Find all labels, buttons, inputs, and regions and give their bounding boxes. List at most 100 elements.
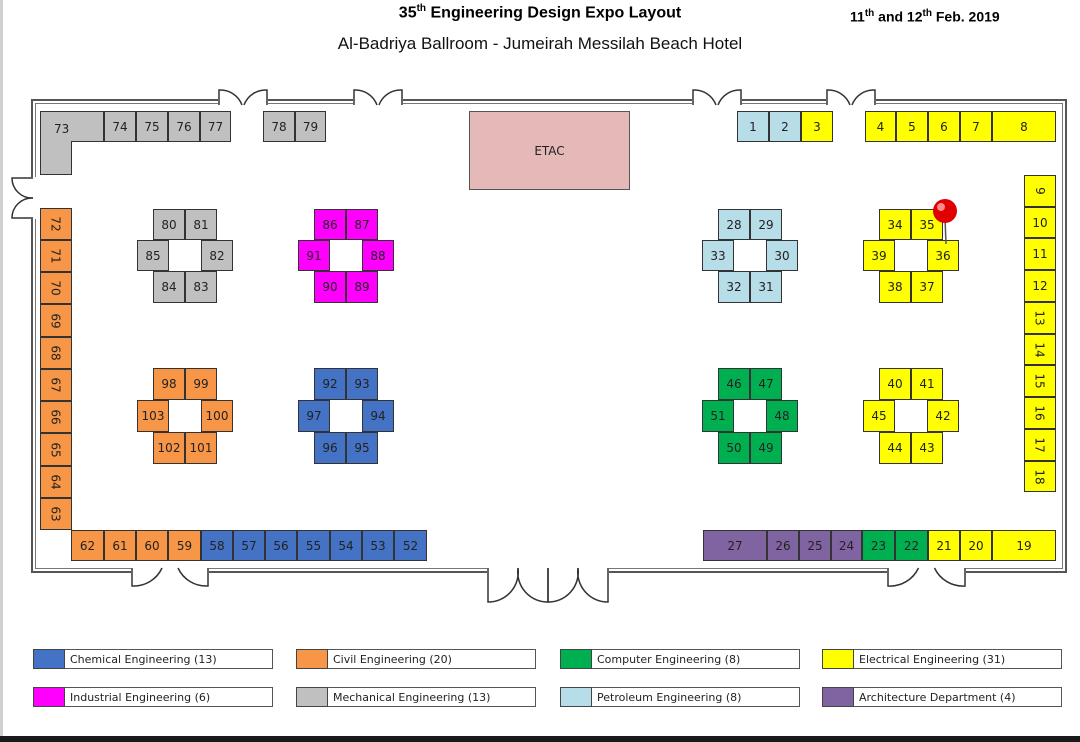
booth-67[interactable]: 67 — [40, 369, 72, 401]
booth-62[interactable]: 62 — [71, 530, 104, 561]
booth-103[interactable]: 103 — [137, 400, 169, 432]
booth-96[interactable]: 96 — [314, 432, 346, 464]
booth-79[interactable]: 79 — [295, 111, 326, 142]
booth-86[interactable]: 86 — [314, 209, 346, 240]
booth-98[interactable]: 98 — [153, 368, 185, 400]
booth-41[interactable]: 41 — [911, 368, 943, 400]
booth-24[interactable]: 24 — [831, 530, 862, 561]
booth-40[interactable]: 40 — [879, 368, 911, 400]
booth-17[interactable]: 17 — [1024, 429, 1056, 461]
booth-99[interactable]: 99 — [185, 368, 217, 400]
booth-22[interactable]: 22 — [895, 530, 928, 561]
booth-65[interactable]: 65 — [40, 433, 72, 466]
booth-72[interactable]: 72 — [40, 208, 72, 240]
booth-101[interactable]: 101 — [185, 432, 217, 464]
booth-60[interactable]: 60 — [136, 530, 168, 561]
booth-44[interactable]: 44 — [879, 432, 911, 464]
booth-102[interactable]: 102 — [153, 432, 185, 464]
booth-46[interactable]: 46 — [718, 368, 750, 400]
booth-21[interactable]: 21 — [928, 530, 960, 561]
booth-34[interactable]: 34 — [879, 209, 911, 240]
booth-19[interactable]: 19 — [992, 530, 1056, 561]
booth-74[interactable]: 74 — [104, 111, 136, 142]
booth-75[interactable]: 75 — [136, 111, 168, 142]
booth-50[interactable]: 50 — [718, 432, 750, 464]
booth-10[interactable]: 10 — [1024, 207, 1056, 238]
booth-36[interactable]: 36 — [927, 240, 959, 271]
booth-37[interactable]: 37 — [911, 271, 943, 303]
booth-97[interactable]: 97 — [298, 400, 330, 432]
booth-32[interactable]: 32 — [718, 271, 750, 303]
booth-48[interactable]: 48 — [766, 400, 798, 432]
booth-70[interactable]: 70 — [40, 272, 72, 304]
booth-85[interactable]: 85 — [137, 240, 169, 271]
booth-92[interactable]: 92 — [314, 368, 346, 400]
booth-81[interactable]: 81 — [185, 209, 217, 240]
booth-29[interactable]: 29 — [750, 209, 782, 240]
booth-53[interactable]: 53 — [362, 530, 394, 561]
booth-57[interactable]: 57 — [233, 530, 265, 561]
booth-82[interactable]: 82 — [201, 240, 233, 271]
booth-87[interactable]: 87 — [346, 209, 378, 240]
booth-15[interactable]: 15 — [1024, 365, 1056, 397]
booth-6[interactable]: 6 — [928, 111, 960, 142]
booth-71[interactable]: 71 — [40, 240, 72, 272]
booth-69[interactable]: 69 — [40, 304, 72, 337]
booth-55[interactable]: 55 — [297, 530, 330, 561]
booth-11[interactable]: 11 — [1024, 238, 1056, 270]
booth-30[interactable]: 30 — [766, 240, 798, 271]
booth-14[interactable]: 14 — [1024, 334, 1056, 365]
booth-13[interactable]: 13 — [1024, 302, 1056, 334]
booth-93[interactable]: 93 — [346, 368, 378, 400]
booth-33[interactable]: 33 — [702, 240, 734, 271]
booth-95[interactable]: 95 — [346, 432, 378, 464]
booth-89[interactable]: 89 — [346, 271, 378, 303]
booth-52[interactable]: 52 — [394, 530, 427, 561]
booth-3[interactable]: 3 — [801, 111, 833, 142]
booth-8[interactable]: 8 — [992, 111, 1056, 142]
booth-42[interactable]: 42 — [927, 400, 959, 432]
booth-77[interactable]: 77 — [200, 111, 231, 142]
booth-25[interactable]: 25 — [799, 530, 831, 561]
booth-100[interactable]: 100 — [201, 400, 233, 432]
booth-1[interactable]: 1 — [737, 111, 769, 142]
booth-78[interactable]: 78 — [263, 111, 295, 142]
booth-91[interactable]: 91 — [298, 240, 330, 271]
booth-76[interactable]: 76 — [168, 111, 200, 142]
booth-68[interactable]: 68 — [40, 337, 72, 369]
booth-45[interactable]: 45 — [863, 400, 895, 432]
booth-88[interactable]: 88 — [362, 240, 394, 271]
booth-56[interactable]: 56 — [265, 530, 297, 561]
booth-4[interactable]: 4 — [865, 111, 896, 142]
booth-83[interactable]: 83 — [185, 271, 217, 303]
booth-2[interactable]: 2 — [769, 111, 801, 142]
booth-90[interactable]: 90 — [314, 271, 346, 303]
booth-66[interactable]: 66 — [40, 401, 72, 433]
booth-51[interactable]: 51 — [702, 400, 734, 432]
booth-16[interactable]: 16 — [1024, 397, 1056, 429]
booth-26[interactable]: 26 — [767, 530, 799, 561]
booth-12[interactable]: 12 — [1024, 270, 1056, 302]
booth-43[interactable]: 43 — [911, 432, 943, 464]
booth-58[interactable]: 58 — [201, 530, 233, 561]
booth-28[interactable]: 28 — [718, 209, 750, 240]
booth-84[interactable]: 84 — [153, 271, 185, 303]
booth-5[interactable]: 5 — [896, 111, 928, 142]
booth-38[interactable]: 38 — [879, 271, 911, 303]
booth-20[interactable]: 20 — [960, 530, 992, 561]
booth-9[interactable]: 9 — [1024, 175, 1056, 207]
booth-18[interactable]: 18 — [1024, 461, 1056, 492]
booth-54[interactable]: 54 — [330, 530, 362, 561]
booth-39[interactable]: 39 — [863, 240, 895, 271]
booth-59[interactable]: 59 — [168, 530, 201, 561]
booth-49[interactable]: 49 — [750, 432, 782, 464]
booth-61[interactable]: 61 — [104, 530, 136, 561]
booth-80[interactable]: 80 — [153, 209, 185, 240]
booth-94[interactable]: 94 — [362, 400, 394, 432]
booth-63[interactable]: 63 — [40, 498, 72, 530]
booth-31[interactable]: 31 — [750, 271, 782, 303]
booth-47[interactable]: 47 — [750, 368, 782, 400]
booth-7[interactable]: 7 — [960, 111, 992, 142]
booth-64[interactable]: 64 — [40, 466, 72, 498]
booth-23[interactable]: 23 — [862, 530, 895, 561]
